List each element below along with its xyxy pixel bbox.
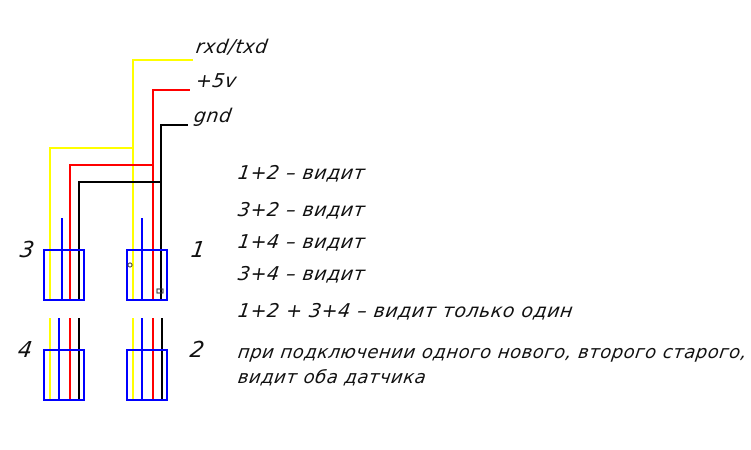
connector-4 bbox=[43, 318, 85, 401]
ground-wire-label: gnd bbox=[192, 105, 234, 127]
note-line: при подключении одного нового, второго с… bbox=[236, 342, 749, 363]
power-wire bbox=[69, 89, 190, 300]
connector-3 bbox=[43, 218, 85, 301]
note-line: 1+4 – видит bbox=[236, 231, 367, 253]
connector-4-label: 4 bbox=[16, 338, 35, 363]
note-line: 1+2 – видит bbox=[236, 162, 367, 184]
connector-2 bbox=[126, 318, 168, 401]
note-line: 3+2 – видит bbox=[236, 199, 367, 221]
note-line: 3+4 – видит bbox=[236, 263, 367, 285]
data-wire-label: rxd/txd bbox=[194, 36, 270, 58]
data-wire bbox=[49, 59, 193, 300]
connector-2-label: 2 bbox=[188, 338, 207, 363]
note-line: видит оба датчика bbox=[236, 367, 428, 388]
connector-3-label: 3 bbox=[18, 238, 37, 263]
note-line: 1+2 + 3+4 – видит только один bbox=[236, 300, 575, 322]
power-wire-label: +5v bbox=[194, 70, 239, 92]
connector-1-label: 1 bbox=[189, 238, 208, 263]
connector-1 bbox=[126, 218, 168, 301]
